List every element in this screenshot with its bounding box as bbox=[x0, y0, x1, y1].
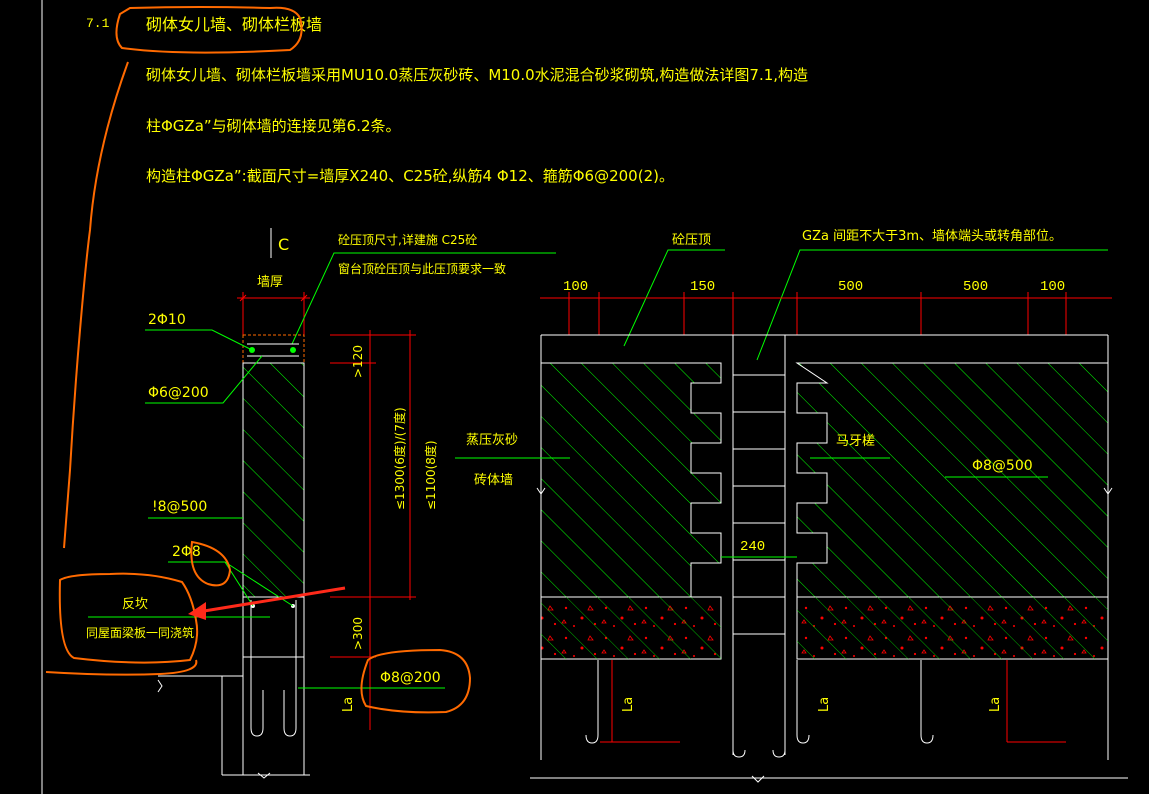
dim-tick bbox=[239, 294, 247, 302]
axis-label: C bbox=[278, 235, 289, 254]
arrow-head bbox=[188, 602, 206, 620]
label-2phi10: 2Φ10 bbox=[148, 312, 186, 328]
toothed-label: 马牙槎 bbox=[836, 434, 875, 449]
right-elevation-detail: 砼压顶 GZa 间距不大于3m、墙体端头或转角部位。 100 150 500 5… bbox=[455, 229, 1128, 783]
leader bbox=[145, 355, 263, 404]
coping-cap bbox=[242, 334, 305, 364]
phi8-circle bbox=[360, 648, 472, 714]
dim-120: >120 bbox=[351, 345, 365, 378]
break-mark bbox=[1103, 487, 1113, 495]
rebar-hook bbox=[283, 600, 297, 737]
la-right-2: La bbox=[988, 697, 1003, 712]
label-phi6-200: Φ6@200 bbox=[148, 385, 209, 401]
rebar-hook bbox=[250, 600, 264, 737]
brick-label-2: 砖体墙 bbox=[474, 473, 513, 488]
anchor-bar bbox=[585, 660, 599, 744]
dim-1300: ≤1300(6度)/(7度) bbox=[392, 407, 407, 510]
hand-markup bbox=[45, 6, 472, 714]
section-number: 7.1 bbox=[86, 16, 110, 31]
cap-note-1: 砼压顶尺寸,详建施 C25砼 bbox=[338, 232, 477, 247]
anchor-bar bbox=[772, 660, 786, 758]
leader bbox=[756, 249, 1108, 361]
brick-wall-left bbox=[540, 362, 722, 598]
note-line-1: 砌体女儿墙、砌体栏板墙采用MU10.0蒸压灰砂砖、M10.0水泥混合砂浆砌筑,构… bbox=[146, 66, 808, 84]
note-line-2: 柱ΦGZa”与砌体墙的连接见第6.2条。 bbox=[146, 117, 401, 135]
cap-label: 砼压顶 bbox=[672, 233, 711, 248]
label-2phi8: 2Φ8 bbox=[172, 544, 201, 560]
markup-stroke bbox=[45, 659, 198, 676]
label-phi8-200: Φ8@200 bbox=[380, 670, 441, 686]
break-mark bbox=[257, 772, 271, 779]
anchor-bar bbox=[732, 660, 746, 758]
dim-100-b: 100 bbox=[1040, 279, 1065, 295]
gz-note: GZa 间距不大于3m、墙体端头或转角部位。 bbox=[802, 229, 1062, 244]
break-mark bbox=[157, 679, 163, 693]
section-title: 砌体女儿墙、砌体栏板墙 bbox=[146, 15, 322, 34]
la-left: La bbox=[341, 697, 356, 712]
note-line-3: 构造柱ΦGZa”:截面尺寸=墙厚X240、C25砼,纵筋4 Φ12、箍筋Φ6@2… bbox=[146, 167, 674, 185]
left-section-detail: C 墙厚 砼压顶尺寸,详建施 C25砼 窗台顶砼压顶与此压顶要求一致 bbox=[86, 228, 556, 779]
dim-500-b: 500 bbox=[963, 279, 988, 295]
leader bbox=[145, 329, 253, 351]
anchor-bar bbox=[796, 660, 810, 744]
wall-thickness-label: 墙厚 bbox=[257, 275, 283, 290]
dim-300: >300 bbox=[351, 617, 365, 650]
flip-circle bbox=[58, 572, 199, 664]
curb-hatch bbox=[797, 597, 1108, 659]
break-mark bbox=[751, 775, 765, 783]
label-flip: 反坎 bbox=[122, 597, 148, 612]
cap-leader bbox=[291, 252, 556, 345]
break-mark bbox=[536, 487, 546, 495]
tie-label: Φ8@500 bbox=[972, 458, 1033, 474]
width-240: 240 bbox=[740, 539, 765, 555]
anchor-bar bbox=[920, 660, 934, 744]
dim-500-a: 500 bbox=[838, 279, 863, 295]
dim-100-a: 100 bbox=[563, 279, 588, 295]
curb-hatch bbox=[541, 597, 721, 659]
upstand-curb bbox=[242, 596, 305, 658]
la-right-3: La bbox=[817, 697, 832, 712]
dim-1100: ≤1100(8度) bbox=[423, 440, 438, 510]
leader bbox=[623, 249, 725, 347]
la-right-1: La bbox=[621, 697, 636, 712]
label-tie: !8@500 bbox=[152, 499, 207, 515]
dim-tick bbox=[300, 294, 308, 302]
brick-label-1: 蒸压灰砂 bbox=[466, 433, 518, 448]
label-cast: 同屋面梁板一同浇筑 bbox=[86, 625, 194, 640]
brick-wall-right bbox=[795, 362, 1109, 598]
rebar-dot bbox=[290, 347, 296, 353]
title-circle bbox=[115, 6, 303, 54]
markup-stroke bbox=[63, 61, 129, 549]
parapet-wall bbox=[242, 362, 305, 598]
cap-note-2: 窗台顶砼压顶与此压顶要求一致 bbox=[338, 261, 506, 276]
rebar-circle bbox=[190, 540, 232, 587]
arrow-shaft bbox=[197, 586, 346, 614]
dim-150: 150 bbox=[690, 279, 715, 295]
